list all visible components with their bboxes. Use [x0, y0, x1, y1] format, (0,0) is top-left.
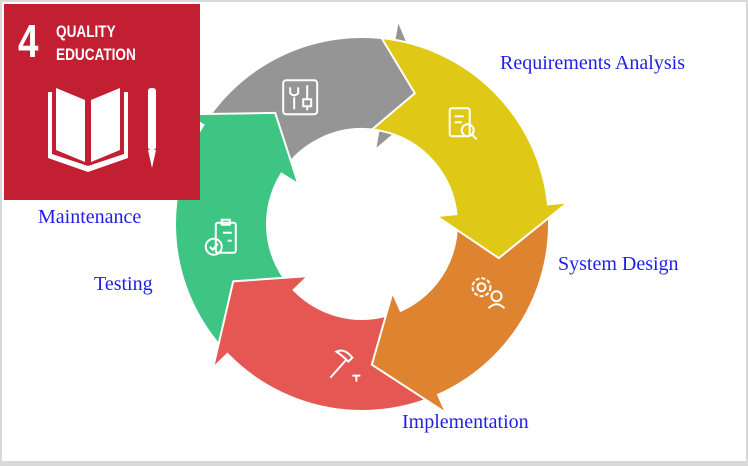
book-pencil-icon — [48, 88, 156, 172]
gear-engineer-icon — [471, 277, 506, 309]
label-requirements-analysis: Requirements Analysis — [500, 52, 685, 74]
label-maintenance: Maintenance — [38, 206, 142, 228]
label-system-design: System Design — [558, 253, 679, 275]
logo-number: 4 — [18, 15, 39, 67]
logo-title-line2: EDUCATION — [56, 45, 136, 64]
label-testing: Testing — [94, 273, 153, 295]
arrow-requirements-analysis — [369, 36, 572, 260]
tools-icon — [282, 79, 319, 116]
logo-title: QUALITY EDUCATION — [56, 20, 136, 66]
label-implementation: Implementation — [402, 411, 529, 433]
hammer-nail-icon — [329, 349, 361, 382]
logo-title-line1: QUALITY — [56, 22, 116, 41]
document-search-icon — [448, 107, 478, 141]
clipboard-check-icon — [204, 218, 237, 256]
sdg4-quality-education-logo: 4 QUALITY EDUCATION — [4, 4, 200, 200]
